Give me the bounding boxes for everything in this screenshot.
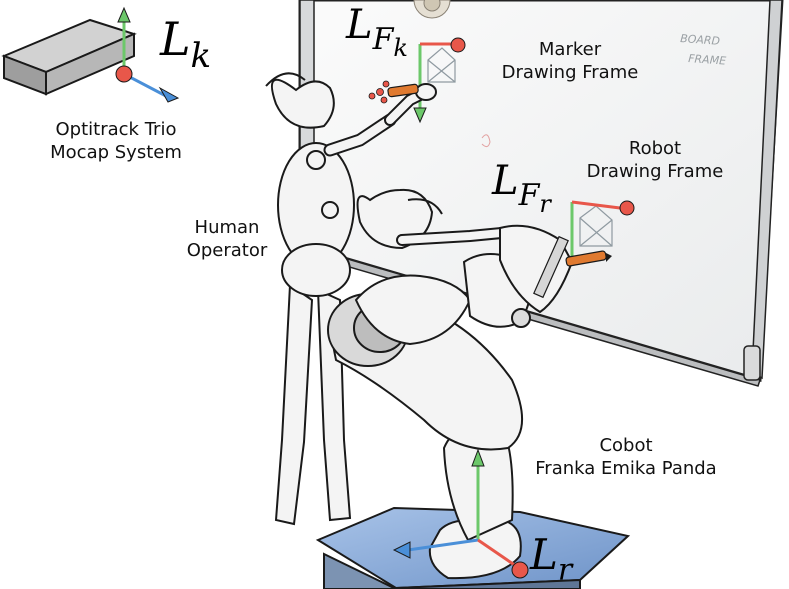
robot-sketch [579,205,613,247]
frame-label-marker: LFk [346,2,408,62]
board-scribble: BOARD FRAME [680,32,727,68]
frame-label-mocap: Lk [160,12,212,76]
marker-pen [368,80,419,104]
robot-frame-axes [570,200,635,262]
cobot-label: Cobot Franka Emika Panda [535,435,717,479]
marker-sketch [427,47,456,83]
fan-icon [413,0,451,19]
mocap-label: Optitrack Trio Mocap System [50,119,182,163]
svg-text:BOARD: BOARD [680,32,721,48]
robot-marker-pen [565,250,612,267]
mocap-frame-axes [115,6,180,103]
cobot [315,224,631,589]
marker-frame-label: Marker Drawing Frame [501,39,639,83]
human-operator [265,72,437,526]
svg-text:FRAME: FRAME [688,52,727,68]
second-mannequin [356,188,518,250]
human-operator-label: Human Operator [186,217,268,261]
frame-label-cobot-base: Lr [530,530,573,588]
mocap-camera [1,18,137,96]
cobot-frame-axes [392,448,529,579]
robot-frame-label: Robot Drawing Frame [586,138,724,182]
frame-label-robot: LFr [492,158,551,218]
